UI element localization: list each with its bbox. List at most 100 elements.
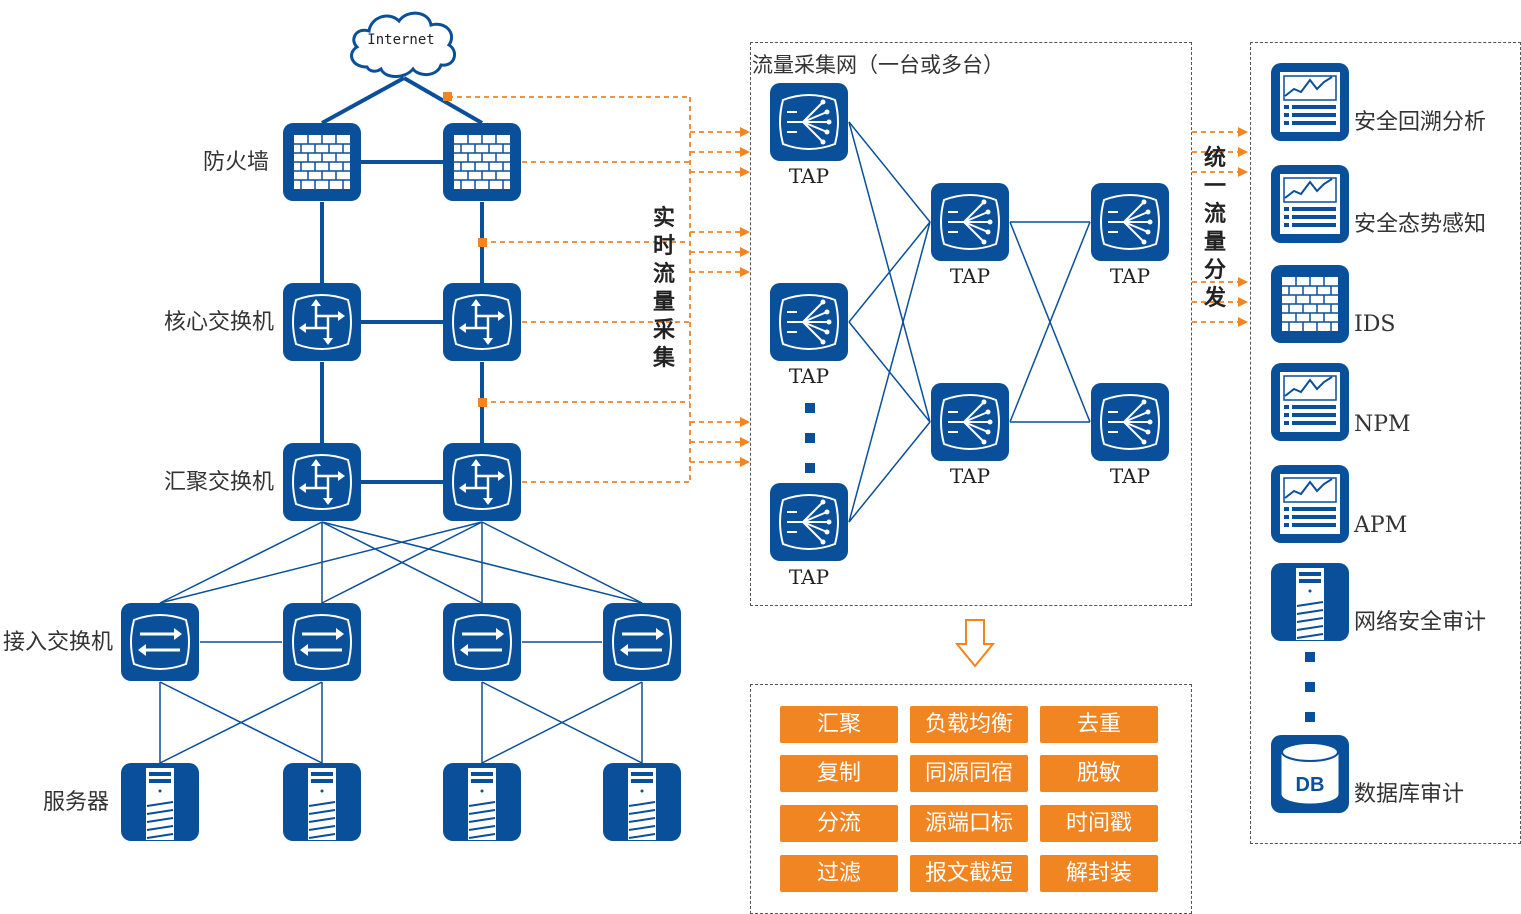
unified-distribution-char: 分 xyxy=(1203,257,1226,283)
firewall-icon xyxy=(1271,265,1349,343)
tap-device-7 xyxy=(1090,382,1170,462)
unified-distribution-char: 发 xyxy=(1203,285,1226,311)
tap-label: TAP xyxy=(1109,464,1151,488)
tap-device-2 xyxy=(769,282,849,362)
server-1 xyxy=(120,762,200,842)
tool-label: 安全回溯分析 xyxy=(1354,110,1487,135)
core-switch-icon xyxy=(283,283,361,361)
function-item: 源端口标 xyxy=(910,805,1028,842)
collection-network-title: 流量采集网（一台或多台） xyxy=(752,53,1004,77)
tap-icon xyxy=(1091,183,1169,261)
tool-label: NPM xyxy=(1354,412,1411,437)
server-icon xyxy=(443,763,521,841)
tap-device-6 xyxy=(1090,182,1170,262)
analytics-dashboard-icon xyxy=(1271,465,1349,543)
tap-label: TAP xyxy=(949,464,991,488)
function-item: 同源同宿 xyxy=(910,755,1028,792)
unified-distribution-char: 流 xyxy=(1203,201,1226,227)
tap-device-1 xyxy=(769,82,849,162)
firewall-icon xyxy=(443,123,521,201)
aggregation-switch-2 xyxy=(442,442,522,522)
access-switch-icon xyxy=(121,603,199,681)
aggregation-switch-1 xyxy=(282,442,362,522)
db-text: DB xyxy=(1296,774,1325,796)
server-2 xyxy=(282,762,362,842)
function-item: 报文截短 xyxy=(910,855,1028,892)
access-switch-3 xyxy=(442,602,522,682)
access-switch-4 xyxy=(602,602,682,682)
server-icon xyxy=(283,763,361,841)
server-icon xyxy=(121,763,199,841)
tool-apm xyxy=(1270,464,1350,544)
aggregation-layer-label: 汇聚交换机 xyxy=(164,470,275,495)
ellipsis-dot xyxy=(1305,712,1315,722)
tool-label: 安全态势感知 xyxy=(1354,212,1487,237)
server-icon xyxy=(603,763,681,841)
tap-label: TAP xyxy=(788,164,830,188)
tap-icon xyxy=(770,83,848,161)
access-switch-icon xyxy=(443,603,521,681)
realtime-collect-label: 实 时 流 量 采 集 xyxy=(652,204,676,372)
firewall-1 xyxy=(282,122,362,202)
internet-cloud-icon xyxy=(350,11,457,78)
function-item: 汇聚 xyxy=(780,706,898,743)
tool-network-audit xyxy=(1270,562,1350,642)
ellipsis-dot xyxy=(1305,652,1315,662)
realtime-collect-char: 实 xyxy=(652,205,675,231)
tool-security-backtrack xyxy=(1270,62,1350,142)
ellipsis-dot xyxy=(805,433,815,443)
function-item: 过滤 xyxy=(780,855,898,892)
core-switch-1 xyxy=(282,282,362,362)
aggregation-switch-icon xyxy=(443,443,521,521)
core-switch-2 xyxy=(442,282,522,362)
tool-label: 网络安全审计 xyxy=(1354,610,1487,635)
tap-icon xyxy=(931,383,1009,461)
access-switch-icon xyxy=(283,603,361,681)
function-item: 负载均衡 xyxy=(910,706,1028,743)
tap-label: TAP xyxy=(1109,264,1151,288)
collection-network-box xyxy=(750,42,1192,606)
server-icon xyxy=(1271,563,1349,641)
tap-icon xyxy=(931,183,1009,261)
analytics-dashboard-icon xyxy=(1271,63,1349,141)
ellipsis-dot xyxy=(1305,682,1315,692)
internet-label: Internet xyxy=(367,32,435,48)
tool-ids xyxy=(1270,264,1350,344)
realtime-collect-char: 量 xyxy=(652,289,675,315)
server-3 xyxy=(442,762,522,842)
tap-label: TAP xyxy=(788,565,830,589)
core-switch-icon xyxy=(443,283,521,361)
database-icon: DB xyxy=(1271,735,1349,813)
tap-icon xyxy=(770,483,848,561)
realtime-collect-char: 时 xyxy=(652,233,675,259)
tool-label: 数据库审计 xyxy=(1354,782,1465,807)
tap-device-3 xyxy=(769,482,849,562)
access-switch-1 xyxy=(120,602,200,682)
function-item: 分流 xyxy=(780,805,898,842)
firewall-2 xyxy=(442,122,522,202)
server-layer-label: 服务器 xyxy=(43,790,110,815)
realtime-collect-char: 流 xyxy=(652,261,675,287)
function-item: 去重 xyxy=(1040,706,1158,743)
unified-distribution-char: 一 xyxy=(1203,173,1226,199)
access-switch-2 xyxy=(282,602,362,682)
tools-box xyxy=(1250,42,1521,844)
tap-icon xyxy=(770,283,848,361)
unified-distribution-char: 统 xyxy=(1203,145,1226,171)
analytics-dashboard-icon xyxy=(1271,165,1349,243)
function-item: 时间戳 xyxy=(1040,805,1158,842)
unified-distribution-label: 统 一 流 量 分 发 xyxy=(1203,144,1227,312)
access-layer-label: 接入交换机 xyxy=(3,630,114,655)
tap-icon xyxy=(1091,383,1169,461)
function-item: 复制 xyxy=(780,755,898,792)
tap-device-5 xyxy=(930,382,1010,462)
ellipsis-dot xyxy=(805,463,815,473)
tool-label: APM xyxy=(1354,513,1408,538)
firewall-layer-label: 防火墙 xyxy=(203,150,270,175)
function-item: 脱敏 xyxy=(1040,755,1158,792)
realtime-collect-char: 采 xyxy=(652,317,675,343)
function-item: 解封装 xyxy=(1040,855,1158,892)
ellipsis-dot xyxy=(805,403,815,413)
